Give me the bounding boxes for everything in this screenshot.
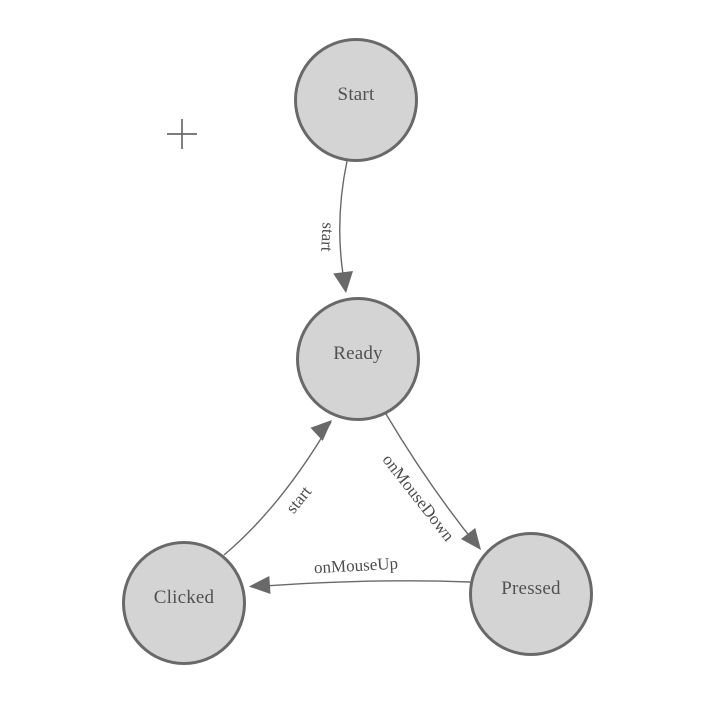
edge-label-start-to-ready: start <box>317 221 338 253</box>
edge-clicked-to-ready <box>223 421 332 556</box>
state-label-start: Start <box>337 84 375 105</box>
state-label-ready: Ready <box>333 343 383 364</box>
edge-pressed-to-clicked <box>250 580 471 588</box>
arrowhead-start-to-ready <box>333 271 353 293</box>
state-node-ready[interactable]: Ready <box>296 297 420 421</box>
state-node-pressed[interactable]: Pressed <box>469 532 593 656</box>
plus-icon <box>167 119 197 149</box>
add-state-button[interactable] <box>166 118 198 150</box>
edge-start-to-ready <box>339 160 348 292</box>
state-node-start[interactable]: Start <box>294 38 418 162</box>
state-label-pressed: Pressed <box>501 578 561 599</box>
arrowhead-clicked-to-ready <box>310 420 332 441</box>
arrowhead-ready-to-pressed <box>461 528 481 550</box>
state-label-clicked: Clicked <box>153 587 215 608</box>
state-node-clicked[interactable]: Clicked <box>122 541 246 665</box>
arrowhead-pressed-to-clicked <box>249 576 271 594</box>
